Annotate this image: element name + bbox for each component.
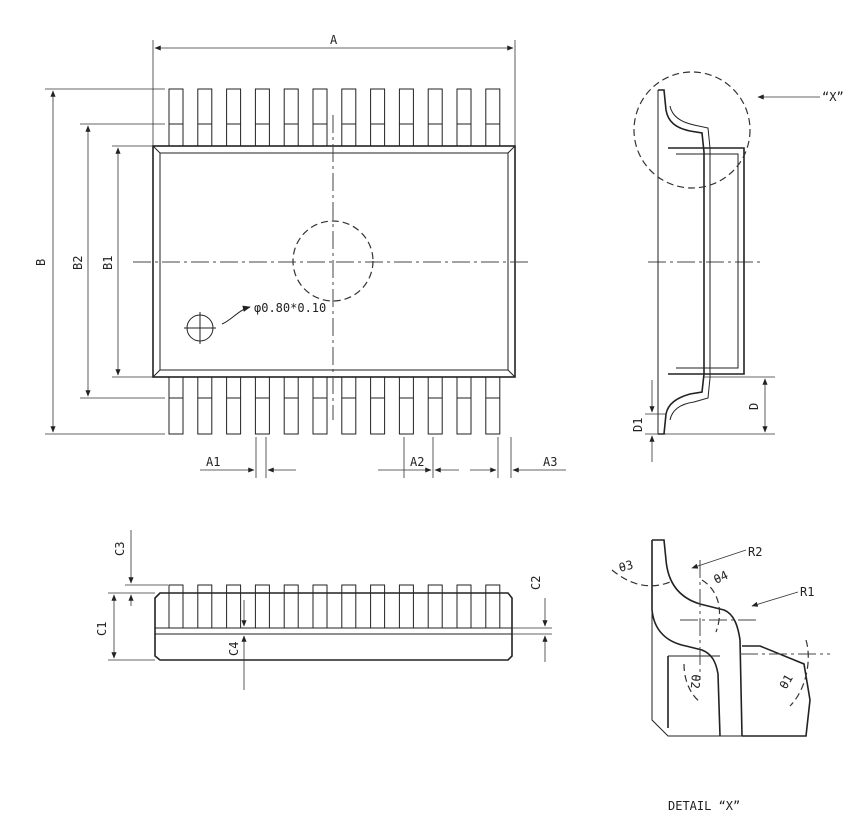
bottom-lead — [283, 376, 299, 435]
front-lead — [312, 584, 328, 629]
r1-label: R1 — [800, 585, 814, 599]
dim-label-A2: A2 — [410, 455, 424, 469]
package-body-inner — [159, 152, 509, 371]
bottom-lead — [456, 376, 472, 435]
top-lead — [226, 88, 242, 147]
front-lead — [254, 584, 270, 629]
dim-label-C2: C2 — [529, 576, 543, 590]
front-lead — [283, 584, 299, 629]
top-lead — [398, 88, 414, 147]
dim-label-B1: B1 — [101, 256, 115, 270]
bottom-lead — [226, 376, 242, 435]
dim-label-C4: C4 — [227, 642, 241, 656]
detail-title: DETAIL “X” — [668, 799, 740, 813]
dim-label-C1: C1 — [95, 622, 109, 636]
bottom-lead — [197, 376, 213, 435]
top-lead — [283, 88, 299, 147]
front-lead — [456, 584, 472, 629]
bottom-lead — [398, 376, 414, 435]
top-lead — [254, 88, 270, 147]
theta2-label: θ2 — [688, 674, 703, 690]
dim-label-B2: B2 — [71, 256, 85, 270]
top-lead — [485, 88, 501, 147]
bottom-lead — [254, 376, 270, 435]
top-lead — [168, 88, 184, 147]
x-reference: “X” — [822, 90, 844, 104]
bottom-leads — [168, 376, 501, 435]
dim-label-A: A — [330, 33, 338, 47]
bottom-lead — [370, 376, 386, 435]
theta4-label: θ4 — [711, 568, 730, 587]
dashed-circle — [292, 220, 374, 302]
top-lead — [197, 88, 213, 147]
side-view: “X” D D1 — [631, 71, 844, 462]
bottom-lead — [485, 376, 501, 435]
top-lead — [456, 88, 472, 147]
detail-x-circle — [633, 71, 751, 189]
front-leads — [168, 584, 501, 629]
front-lead — [341, 584, 357, 629]
dim-label-D1: D1 — [631, 418, 645, 432]
top-lead — [370, 88, 386, 147]
dim-label-A3: A3 — [543, 455, 557, 469]
theta3-label: θ3 — [617, 558, 635, 575]
bottom-lead — [341, 376, 357, 435]
front-lead — [226, 584, 242, 629]
front-view: C1 C3 C2 C4 — [95, 530, 552, 690]
bottom-lead — [427, 376, 443, 435]
front-lead — [370, 584, 386, 629]
r2-label: R2 — [748, 545, 762, 559]
front-lead — [427, 584, 443, 629]
dim-label-B: B — [34, 259, 48, 266]
hole-note: φ0.80*0.10 — [254, 301, 326, 315]
front-lead — [485, 584, 501, 629]
theta1-label: θ1 — [776, 672, 795, 692]
dim-label-A1: A1 — [206, 455, 220, 469]
bottom-lead — [168, 376, 184, 435]
dim-label-C3: C3 — [113, 542, 127, 556]
dim-label-D: D — [747, 403, 761, 410]
bottom-lead — [312, 376, 328, 435]
top-lead — [312, 88, 328, 147]
top-leads — [168, 88, 501, 147]
top-lead — [427, 88, 443, 147]
front-lead — [398, 584, 414, 629]
detail-x-view: R2 R1 θ3 θ4 θ2 θ1 DETAIL “X” — [611, 539, 830, 813]
front-lead — [197, 584, 213, 629]
top-view: φ0.80*0.10 A B B2 B1 A1 A2 — [34, 33, 566, 478]
front-lead — [168, 584, 184, 629]
top-lead — [341, 88, 357, 147]
